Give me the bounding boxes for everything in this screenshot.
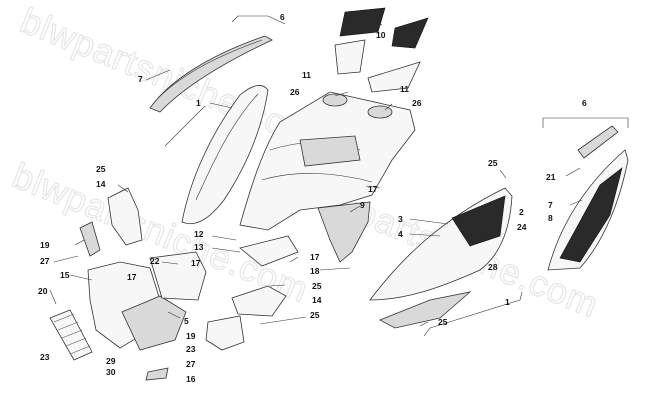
callout-numbers: 6 10 7 11 11 26 26 1 6 25 14 25 17 21 7 … <box>38 12 587 384</box>
callout-24: 24 <box>517 222 527 232</box>
callout-2: 2 <box>519 207 524 217</box>
left-cover-plate <box>205 315 245 351</box>
vent-bezel-right <box>367 61 421 93</box>
callout-4: 4 <box>398 229 403 239</box>
callout-9: 9 <box>360 200 365 210</box>
console-vent <box>299 135 361 167</box>
callout-27-lower: 27 <box>186 359 196 369</box>
callout-3: 3 <box>398 214 403 224</box>
callout-11-left: 11 <box>302 70 311 80</box>
callout-19-lower: 19 <box>186 331 196 341</box>
callout-17-mid: 17 <box>191 258 201 268</box>
callout-28: 28 <box>488 262 498 272</box>
callout-26-right: 26 <box>412 98 422 108</box>
callout-26-left: 26 <box>290 87 300 97</box>
center-bracket <box>317 201 371 263</box>
lower-panel-13 <box>239 235 299 267</box>
side-panel-lower <box>379 291 472 329</box>
left-bracket-upper <box>107 187 143 246</box>
callout-21: 21 <box>546 172 556 182</box>
front-grille <box>49 309 93 361</box>
callout-17-center: 17 <box>310 252 320 262</box>
callout-29: 29 <box>106 356 116 366</box>
callout-10: 10 <box>376 30 386 40</box>
leader-lines <box>49 15 583 337</box>
callout-25-right: 25 <box>488 158 498 168</box>
windshield-trim <box>149 35 273 113</box>
vent-bezel-left <box>334 39 366 75</box>
left-inner-panel <box>121 295 187 351</box>
vent-grille-left <box>339 7 386 37</box>
mount-grommet-left <box>322 93 348 107</box>
callout-22: 22 <box>150 256 160 266</box>
callout-7-right: 7 <box>548 200 553 210</box>
lower-fairing-14 <box>231 285 287 317</box>
side-decal-strip <box>577 125 619 159</box>
callout-23-left: 23 <box>40 352 50 362</box>
callout-5: 5 <box>184 316 189 326</box>
side-panel-graphic <box>451 195 506 247</box>
callout-20: 20 <box>38 286 48 296</box>
callout-6-top: 6 <box>280 12 285 22</box>
callout-8: 8 <box>548 213 553 223</box>
callout-27-left: 27 <box>40 256 50 266</box>
badge-16 <box>145 367 169 381</box>
left-mirror-cover <box>79 221 101 257</box>
callout-11-right: 11 <box>400 84 409 94</box>
callout-18: 18 <box>310 266 320 276</box>
callout-13: 13 <box>194 242 204 252</box>
callout-17-left: 17 <box>127 272 137 282</box>
callout-14-center: 14 <box>312 295 322 305</box>
side-decal-graphic <box>559 167 623 263</box>
callout-14-left: 14 <box>96 179 106 189</box>
callout-7-top: 7 <box>138 74 143 84</box>
mount-grommet-right <box>367 105 393 119</box>
callout-12: 12 <box>194 229 204 239</box>
callout-25-left: 25 <box>96 164 106 174</box>
callout-25-right-lower: 25 <box>438 317 448 327</box>
callout-30: 30 <box>106 367 116 377</box>
callout-25-lower: 25 <box>310 310 320 320</box>
vent-grille-right <box>391 17 429 49</box>
upper-hood-panel <box>181 85 269 225</box>
callout-25-center: 25 <box>312 281 322 291</box>
callout-17-upper: 17 <box>368 184 378 194</box>
front-grille-slats <box>53 313 91 355</box>
callout-15: 15 <box>60 270 70 280</box>
left-bracket-22 <box>149 251 207 301</box>
callout-19-left: 19 <box>40 240 50 250</box>
callout-1-top: 1 <box>196 98 201 108</box>
callout-1-right: 1 <box>505 297 510 307</box>
callout-16: 16 <box>186 374 196 384</box>
callout-6-right: 6 <box>582 98 587 108</box>
callout-23-right: 23 <box>186 344 196 354</box>
